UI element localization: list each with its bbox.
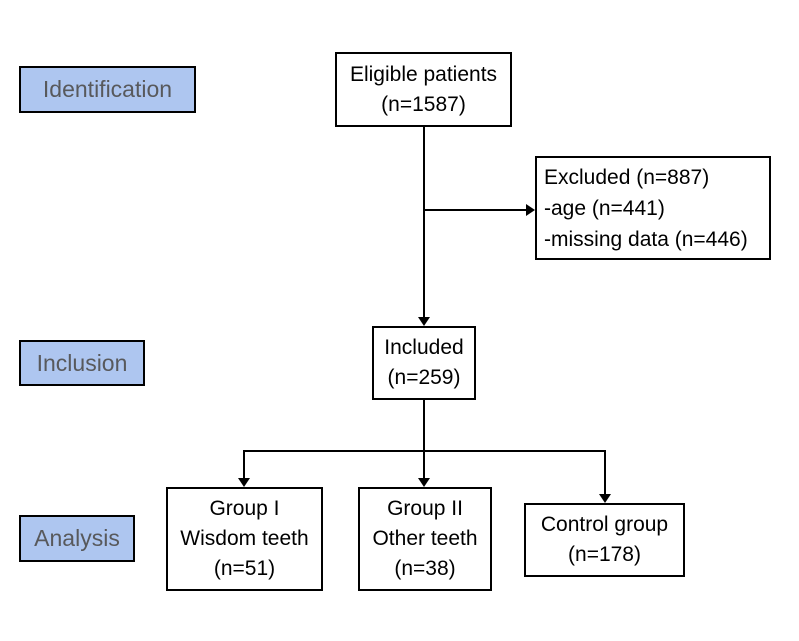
- arrowhead-into-included-icon: [418, 317, 430, 326]
- connector-to-group1-line: [243, 450, 245, 479]
- stage-label-analysis: Analysis: [19, 515, 135, 562]
- box-group1-wisdom-teeth: Group I Wisdom teeth (n=51): [166, 487, 323, 591]
- connector-to-control-line: [604, 450, 606, 495]
- arrowhead-into-control-icon: [599, 494, 611, 503]
- connector-to-group2-line: [423, 452, 425, 479]
- control-group-label: Control group: [540, 513, 669, 536]
- box-included: Included (n=259): [372, 326, 476, 400]
- excluded-reason-age: -age (n=441): [544, 196, 665, 220]
- group1-description: Wisdom teeth: [180, 527, 309, 550]
- connector-included-down-line: [423, 400, 425, 452]
- stage-label-identification: Identification: [19, 66, 196, 113]
- box-eligible-patients: Eligible patients (n=1587): [335, 52, 512, 127]
- arrowhead-into-excluded-icon: [526, 204, 535, 216]
- connector-branch-horizontal-line: [243, 450, 606, 452]
- excluded-reason-missing-data: -missing data (n=446): [544, 227, 748, 251]
- group1-label: Group I: [209, 497, 280, 520]
- stage-label-inclusion: Inclusion: [19, 340, 145, 386]
- eligible-patients-count: (n=1587): [381, 92, 466, 116]
- group1-count: (n=51): [213, 557, 276, 580]
- included-count: (n=259): [387, 366, 461, 389]
- group2-count: (n=38): [394, 557, 456, 580]
- box-group2-other-teeth: Group II Other teeth (n=38): [358, 487, 492, 591]
- arrowhead-into-group1-icon: [238, 478, 250, 487]
- included-label: Included: [384, 336, 464, 359]
- box-control-group: Control group (n=178): [524, 503, 685, 577]
- control-group-count: (n=178): [568, 543, 641, 566]
- eligible-patients-label: Eligible patients: [349, 62, 498, 86]
- excluded-label: Excluded (n=887): [544, 165, 710, 189]
- group2-description: Other teeth: [372, 527, 478, 550]
- connector-to-excluded-line: [423, 209, 526, 211]
- connector-eligible-to-included-line: [423, 127, 425, 318]
- box-excluded: Excluded (n=887) -age (n=441) -missing d…: [535, 156, 771, 260]
- group2-label: Group II: [387, 497, 463, 520]
- arrowhead-into-group2-icon: [418, 478, 430, 487]
